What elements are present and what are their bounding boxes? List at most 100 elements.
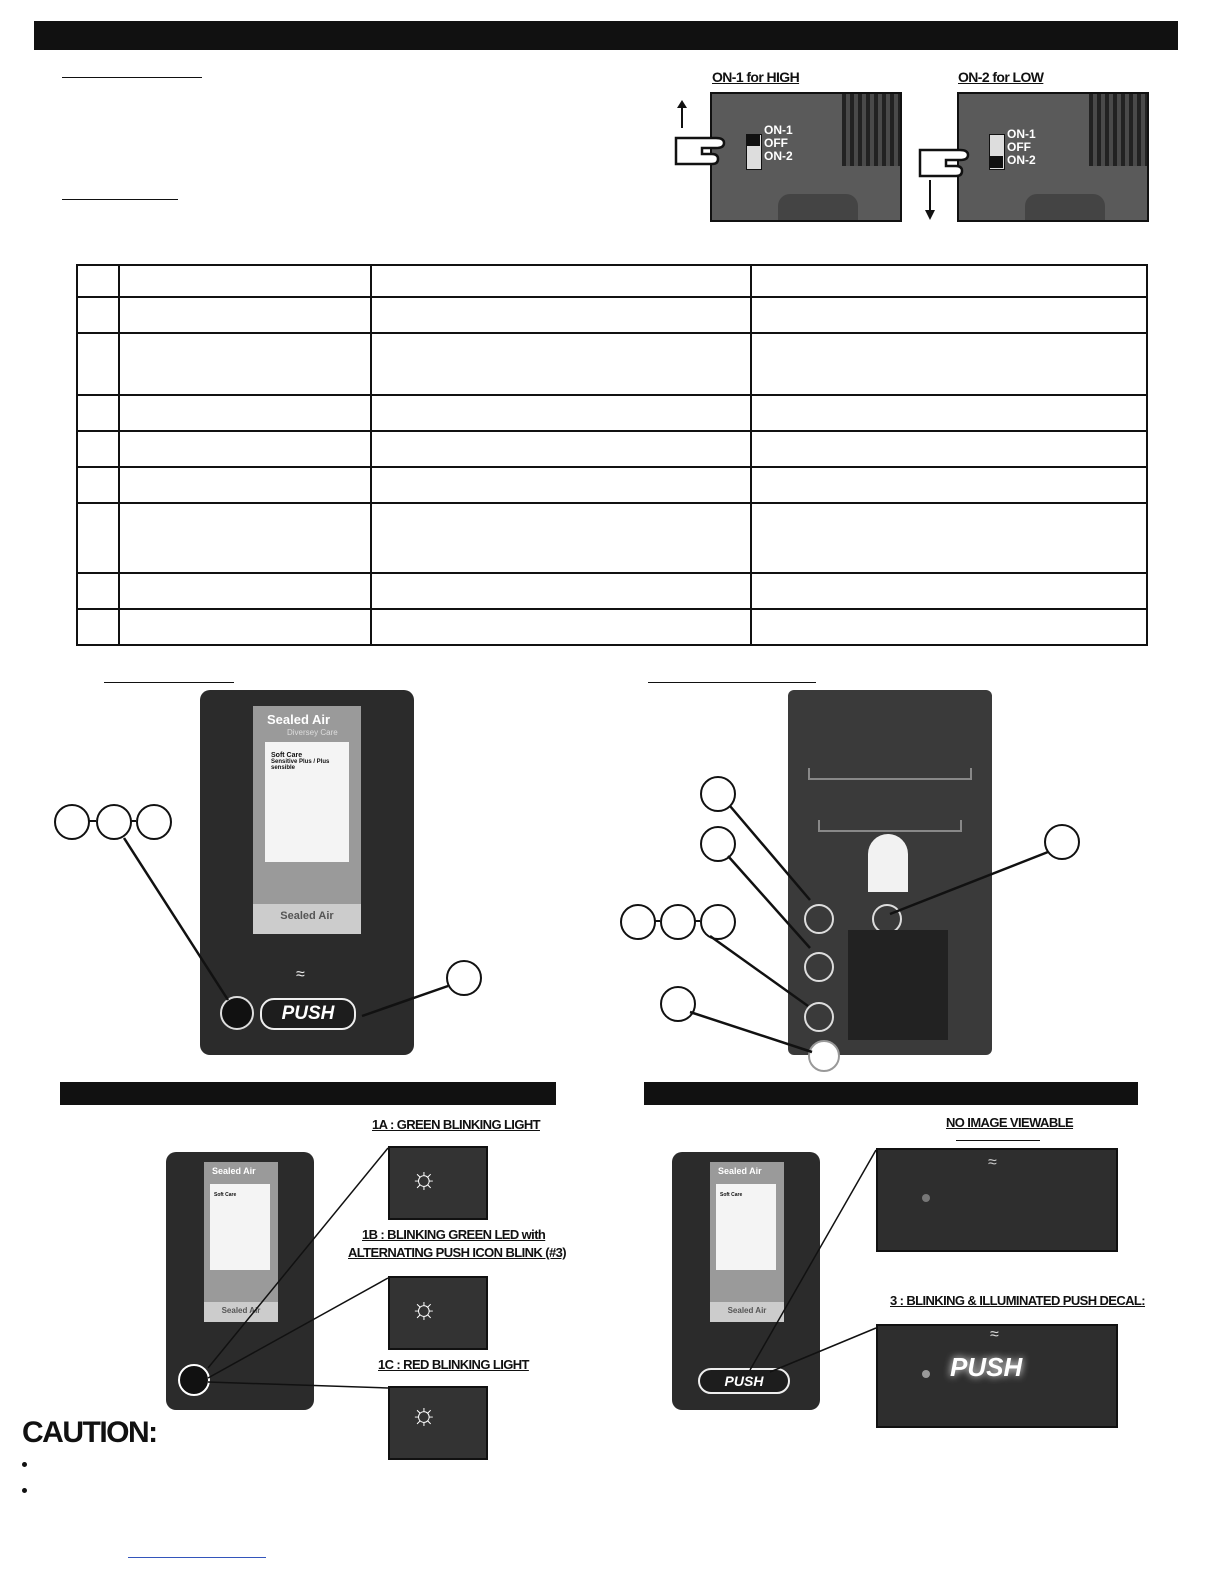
window-bottom-plate: Sealed Air	[710, 1302, 784, 1322]
hand-pointer-icon-down	[918, 148, 970, 220]
table-cell	[76, 466, 120, 504]
table-row	[76, 572, 1148, 610]
window-bottom-plate: Sealed Air	[253, 904, 361, 934]
product-label: Soft Care	[210, 1184, 270, 1270]
caution-heading: CAUTION:	[22, 1416, 158, 1449]
button-port	[804, 952, 834, 982]
hand-sensor-icon: ≈	[990, 1326, 999, 1343]
window-brand: Sealed Air	[267, 712, 331, 727]
switch-label-on2: ON-2	[1007, 153, 1036, 167]
state-1b-caption-line1: 1B : BLINKING GREEN LED with	[362, 1227, 546, 1242]
hand-pointer-icon-up	[674, 100, 726, 166]
led-ring	[178, 1364, 210, 1396]
footer-link-underline[interactable]	[128, 1557, 266, 1558]
section-bar-push	[644, 1082, 1138, 1105]
led-photo-1c: ☼	[388, 1386, 488, 1460]
heading-rule-2	[62, 199, 178, 200]
table-cell	[76, 264, 120, 298]
table-cell	[750, 430, 1148, 468]
table-row	[76, 502, 1148, 574]
product-label: Soft Care	[716, 1184, 776, 1270]
callout-circle	[660, 986, 696, 1022]
push-decal-lit: PUSH	[950, 1352, 1023, 1382]
table-row	[76, 466, 1148, 504]
table-cell	[370, 608, 752, 646]
window-brand: Sealed Air	[718, 1166, 762, 1176]
mounting-slot	[808, 768, 972, 780]
hanger-notch	[868, 834, 908, 892]
callout-circle	[1044, 824, 1080, 860]
led-photo-1b: ☼	[388, 1276, 488, 1350]
push-button[interactable]: PUSH	[698, 1368, 790, 1394]
mounting-slot	[818, 820, 962, 832]
led-ring	[220, 996, 254, 1030]
switch-label-on2: ON-2	[764, 149, 793, 163]
low-caption: ON-2 for LOW	[958, 69, 1044, 85]
switch-labels: ON-1 OFF ON-2	[1007, 128, 1036, 167]
product-label: Soft Care Sensitive Plus / Plus sensible	[265, 742, 349, 862]
table-cell	[76, 332, 120, 396]
window-bottom-plate: Sealed Air	[204, 1302, 278, 1322]
table-row	[76, 264, 1148, 298]
state-3-caption: 3 : BLINKING & ILLUMINATED PUSH DECAL:	[890, 1293, 1146, 1308]
table-cell	[76, 430, 120, 468]
table-cell	[118, 296, 372, 334]
troubleshooting-table	[76, 264, 1148, 646]
switch-label-off: OFF	[1007, 140, 1031, 154]
switch-knob	[746, 134, 760, 146]
table-cell	[118, 572, 372, 610]
table-cell	[76, 572, 120, 610]
table-row	[76, 394, 1148, 432]
battery-housing	[842, 94, 900, 166]
table-cell	[118, 430, 372, 468]
table-cell	[750, 572, 1148, 610]
state-1a-caption: 1A : GREEN BLINKING LIGHT	[372, 1117, 541, 1132]
front-dispenser: Sealed Air Diversey Care Soft Care Sensi…	[200, 690, 414, 1055]
window-subbrand: Diversey Care	[287, 728, 338, 737]
front-view-rule	[104, 682, 234, 683]
table-cell	[76, 608, 120, 646]
no-image-photo: ≈	[876, 1148, 1118, 1252]
table-cell	[370, 466, 752, 504]
table-cell	[118, 332, 372, 396]
state-1c-caption: 1C : RED BLINKING LIGHT	[378, 1357, 529, 1372]
table-row	[76, 430, 1148, 468]
table-cell	[750, 332, 1148, 396]
table-cell	[76, 296, 120, 334]
callout-circle	[700, 826, 736, 862]
no-image-rule	[956, 1140, 1040, 1141]
blink-icon: ☼	[410, 1398, 438, 1431]
table-cell	[118, 608, 372, 646]
bullet-dot	[22, 1462, 27, 1467]
table-cell	[370, 332, 752, 396]
dispenser-window: Sealed Air Diversey Care Soft Care Sensi…	[253, 706, 361, 934]
callout-circle	[136, 804, 172, 840]
header-bar	[34, 21, 1178, 50]
hand-sensor-icon: ≈	[988, 1154, 997, 1171]
table-cell	[370, 430, 752, 468]
table-cell	[370, 296, 752, 334]
push-button[interactable]: PUSH	[260, 998, 356, 1030]
table-row	[76, 608, 1148, 646]
table-cell	[118, 466, 372, 504]
table-cell	[76, 394, 120, 432]
table-cell	[750, 394, 1148, 432]
push-lit-photo: ≈ PUSH	[876, 1324, 1118, 1428]
switch-label-on1: ON-1	[764, 123, 793, 137]
table-cell	[750, 466, 1148, 504]
no-image-caption: NO IMAGE VIEWABLE	[946, 1115, 1074, 1130]
window-bottom-brand: Sealed Air	[727, 1306, 767, 1315]
blink-icon: ☼	[410, 1292, 438, 1325]
pump-mechanism	[848, 930, 948, 1040]
table-cell	[750, 296, 1148, 334]
button-port	[804, 1002, 834, 1032]
hand-sensor-icon: ≈	[296, 966, 305, 983]
table-cell	[370, 264, 752, 298]
table-cell	[750, 502, 1148, 574]
table-row	[76, 296, 1148, 334]
led-photo-1a: ☼	[388, 1146, 488, 1220]
window-bottom-brand: Sealed Air	[221, 1306, 261, 1315]
dispenser-window: Sealed Air Soft Care Sealed Air	[204, 1162, 278, 1322]
